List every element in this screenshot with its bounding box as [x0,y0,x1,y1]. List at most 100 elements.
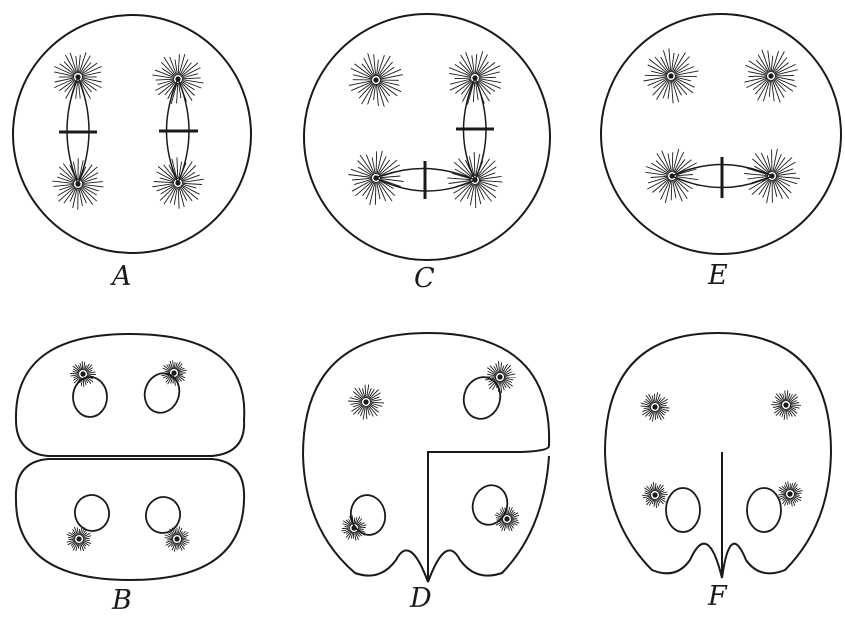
cell-outline [605,333,831,578]
aster-ray [376,151,377,174]
aster-ray [672,152,673,172]
aster-ray [671,180,672,200]
aster-ray [659,407,669,408]
aster-ray [675,76,697,77]
nucleus [747,488,781,532]
cell-outline [16,334,244,456]
aster [52,158,103,210]
aster-ray [455,78,472,79]
panel-label-d: D [410,585,432,612]
aster-ray [645,75,667,76]
panel-label-f: F [708,583,727,610]
panel-c-drawing [304,14,550,260]
aster-ray [769,80,770,97]
centrosome-dot [175,76,180,81]
aster [484,361,516,393]
cell-outline [303,333,549,582]
centrosome-dot [668,73,673,78]
centrosome-dot [363,399,368,404]
aster-ray [174,362,175,369]
aster [644,48,699,103]
aster-ray [83,378,84,387]
aster-ray [179,83,186,102]
aster-ray [178,54,179,75]
aster-ray [676,177,698,185]
aster-ray [785,391,786,401]
aster [744,50,797,103]
centrosome-dot [472,75,477,80]
centrosome-dot [652,404,657,409]
aster-ray [173,360,174,369]
aster-ray [676,175,693,176]
aster [495,507,520,531]
aster-ray [786,409,787,419]
nucleus [142,493,184,537]
aster-ray [794,495,800,496]
aster-ray [641,406,651,407]
aster-ray [182,183,202,184]
aster-ray [181,538,187,539]
centrosome-dot [373,175,378,180]
centrosome-dot [652,492,657,497]
centrosome-dot [504,516,509,521]
panel-label-e: E [708,262,728,289]
centrosome-dot [76,536,81,541]
aster-ray [177,157,178,179]
centrosome-dot [174,536,179,541]
aster [771,390,801,419]
aster [646,149,699,203]
cell-outline [304,14,550,260]
centrosome-dot [75,74,80,79]
aster-ray [375,182,376,205]
panel-d-drawing [303,333,549,582]
aster [348,385,384,420]
aster [449,51,501,104]
cell-outline [428,452,549,582]
panel-e-drawing [601,14,841,254]
aster-ray [646,172,669,175]
aster [447,152,502,208]
nucleus [666,488,700,532]
aster-ray [479,176,502,179]
aster-ray [167,539,173,540]
aster [161,360,186,385]
aster [341,515,366,540]
centrosome-dot [171,370,176,375]
aster-ray [82,361,83,370]
aster-ray [511,520,518,521]
aster-ray [771,56,772,72]
aster-ray [794,493,802,494]
centrosome-dot [768,73,773,78]
aster-ray [473,82,474,102]
aster-ray [474,152,475,176]
panel-b-drawing [16,334,244,580]
aster-ray [778,494,786,495]
aster-ray [182,78,201,79]
aster [153,54,204,104]
aster-ray [348,401,362,402]
aster-ray [654,499,655,507]
aster-ray [70,53,77,73]
aster [778,482,803,507]
panel-label-b: B [112,587,132,614]
aster [744,149,800,204]
aster [641,392,670,421]
aster-ray [497,519,504,520]
aster-ray [152,184,174,187]
panel-label-a: A [112,263,132,290]
cell-outline [13,15,251,253]
centrosome-dot [351,525,356,530]
aster-ray [178,187,179,209]
aster-ray [655,483,656,491]
cell-outline [16,459,244,580]
aster-ray [511,518,517,519]
panel-f-drawing [605,333,831,578]
nucleus [468,481,513,530]
aster-ray [651,176,668,177]
cell-outline [601,14,841,254]
panel-a-drawing [13,15,251,253]
aster-ray [476,82,484,104]
centrosome-dot [80,371,85,376]
centrosome-dot [787,491,792,496]
